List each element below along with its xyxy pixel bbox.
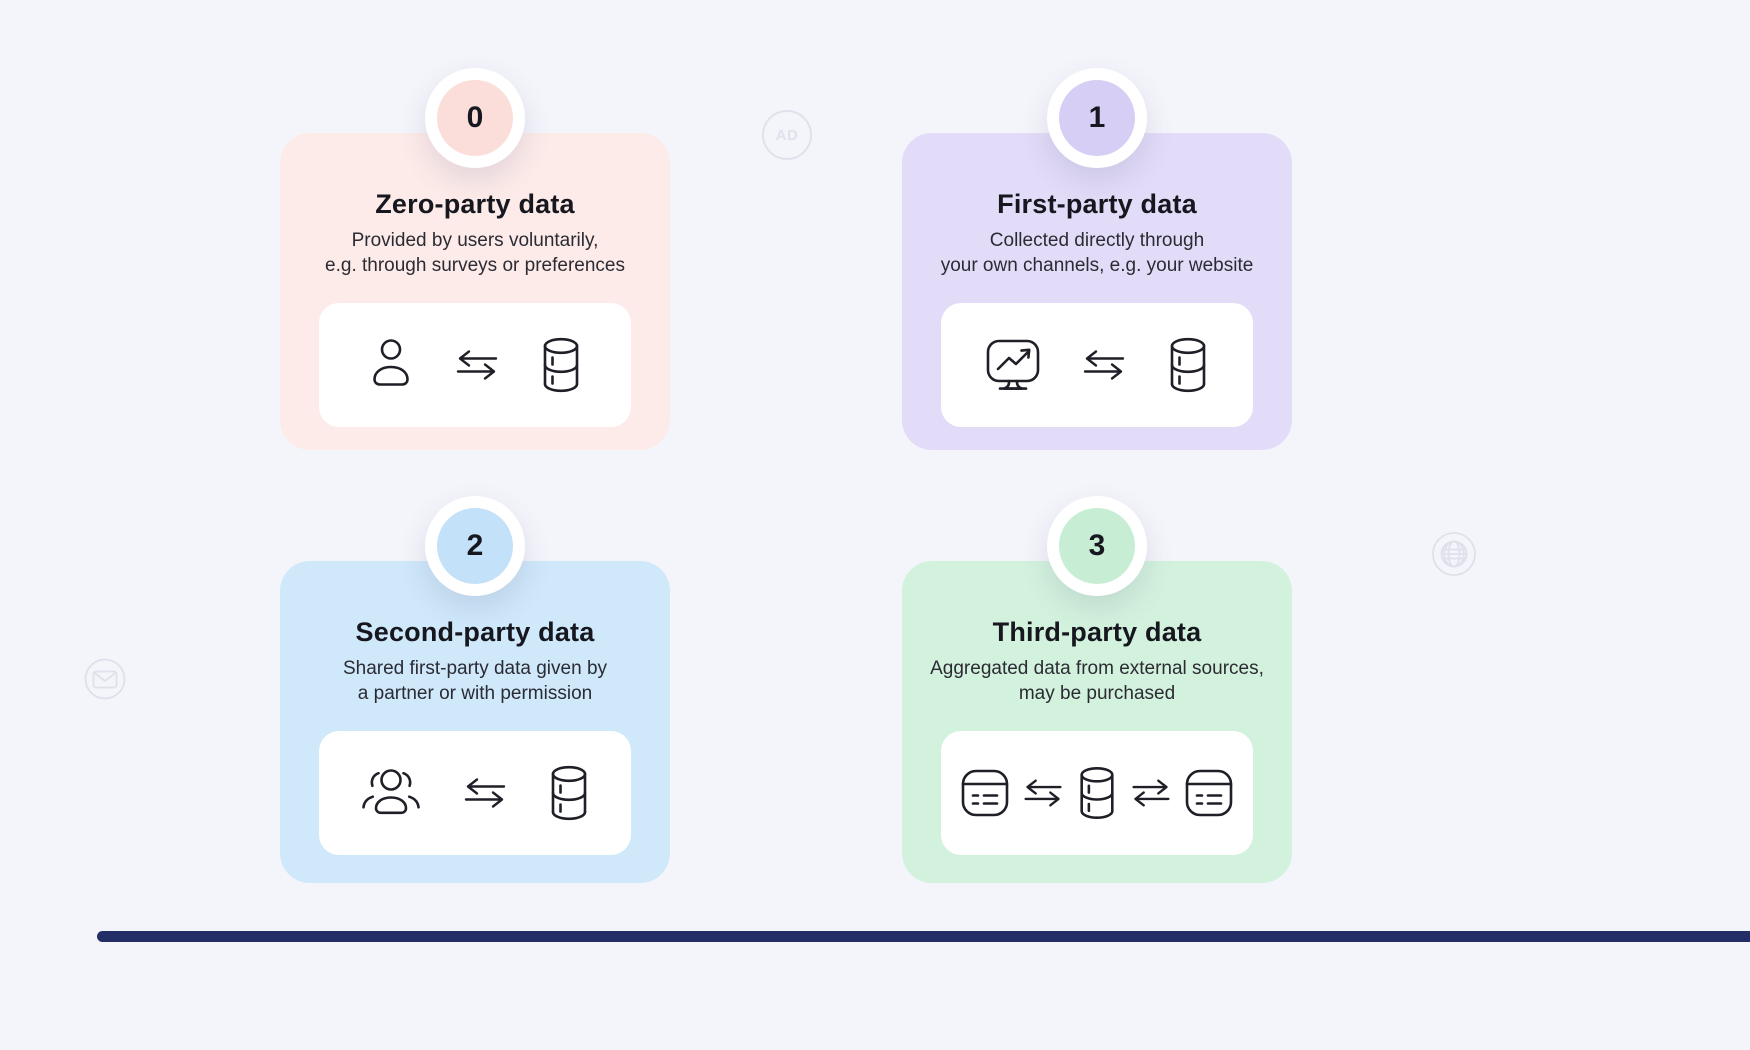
card-description: Provided by users voluntarily, e.g. thro… [280, 229, 670, 278]
card-description: Aggregated data from external sources, m… [902, 657, 1292, 706]
description-line: e.g. through surveys or preferences [325, 254, 625, 276]
number-badge-inner: 0 [437, 80, 513, 156]
icon-panel [941, 731, 1253, 855]
card-title: Zero-party data [375, 189, 575, 219]
badge-number-text: 2 [466, 529, 484, 562]
description-line: a partner or with permission [357, 682, 593, 704]
badge-number-text: 1 [1088, 101, 1106, 134]
user-icon [373, 339, 409, 386]
exchange-arrows-icon [456, 350, 498, 380]
card-first-party-data: 1 First-party data Collected directly th… [902, 68, 1292, 450]
exchange-arrows-right-left-icon [1132, 779, 1170, 807]
card-title: First-party data [997, 189, 1197, 219]
exchange-arrows-left-right-icon [1024, 779, 1062, 807]
number-badge: 3 [1047, 496, 1147, 596]
database-icon [1080, 767, 1114, 819]
number-badge: 1 [1047, 68, 1147, 168]
card-second-party-data: 2 Second-party data Shared first-party d… [280, 496, 670, 883]
card-title: Third-party data [992, 617, 1202, 647]
footer-accent-bar [97, 931, 1750, 942]
badge-number-text: 3 [1088, 529, 1106, 562]
icon-panel [319, 731, 631, 855]
envelope-watermark-icon [84, 658, 126, 705]
database-icon [1170, 337, 1206, 393]
number-badge-inner: 2 [437, 508, 513, 584]
number-badge: 0 [425, 68, 525, 168]
card-zero-party-data: 0 Zero-party data Provided by users volu… [280, 68, 670, 450]
user-group-icon [362, 769, 420, 815]
number-badge-inner: 1 [1059, 80, 1135, 156]
description-line: your own channels, e.g. your website [940, 254, 1254, 276]
badge-number-text: 0 [466, 101, 484, 134]
server-list-icon [1185, 769, 1233, 817]
description-line: Provided by users voluntarily, [351, 230, 599, 251]
description-line: Aggregated data from external sources, [930, 658, 1264, 679]
number-badge-inner: 3 [1059, 508, 1135, 584]
ad-watermark-icon: AD [762, 110, 812, 160]
description-line: Shared first-party data given by [342, 658, 608, 679]
card-description: Shared first-party data given by a partn… [280, 657, 670, 706]
card-title: Second-party data [355, 617, 595, 647]
database-icon [551, 765, 587, 821]
ad-watermark-label: AD [775, 126, 799, 144]
monitor-chart-icon [986, 339, 1040, 390]
database-icon [543, 337, 579, 393]
card-third-party-data: 3 Third-party data Aggregated data from … [902, 496, 1292, 883]
icon-panel [941, 303, 1253, 427]
server-list-icon [961, 769, 1009, 817]
number-badge: 2 [425, 496, 525, 596]
description-line: may be purchased [1018, 682, 1176, 704]
exchange-arrows-icon [464, 778, 506, 808]
exchange-arrows-icon [1083, 350, 1125, 380]
icon-panel [319, 303, 631, 427]
globe-watermark-icon [1431, 531, 1477, 582]
description-line: Collected directly through [989, 230, 1205, 251]
card-description: Collected directly through your own chan… [902, 229, 1292, 278]
